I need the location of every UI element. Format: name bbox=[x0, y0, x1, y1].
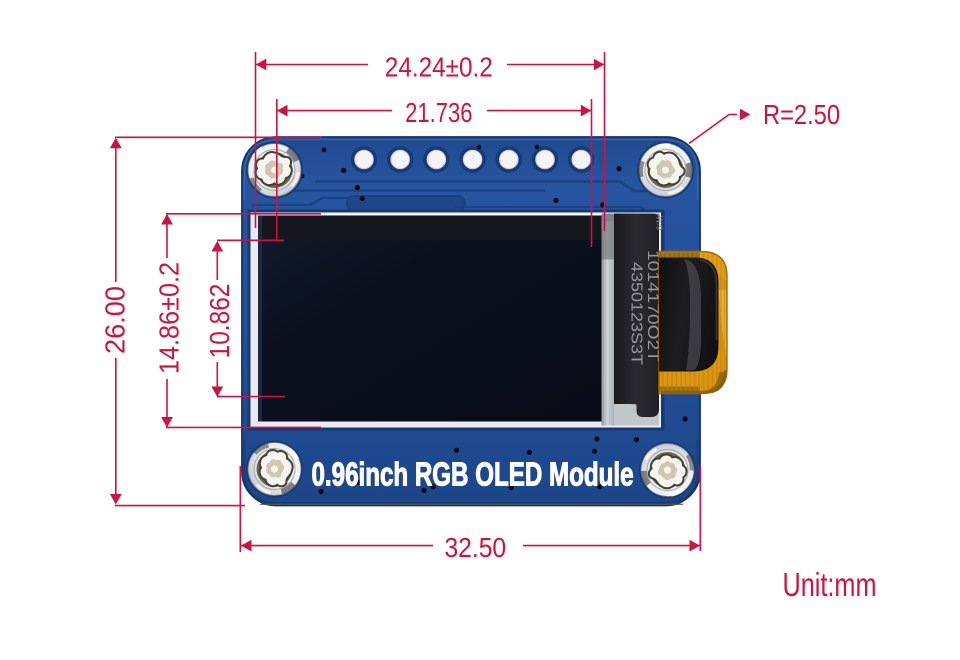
svg-text:14.86±0.2: 14.86±0.2 bbox=[154, 262, 185, 374]
svg-text:R=2.50: R=2.50 bbox=[763, 99, 840, 130]
svg-text:10.862: 10.862 bbox=[204, 284, 235, 359]
svg-text:24.24±0.2: 24.24±0.2 bbox=[385, 51, 493, 82]
svg-text:1014170O2T: 1014170O2T bbox=[644, 250, 661, 363]
svg-text:21.736: 21.736 bbox=[405, 97, 472, 128]
svg-text:4350123S3T: 4350123S3T bbox=[628, 262, 645, 366]
svg-text:0.96inch RGB OLED Module: 0.96inch RGB OLED Module bbox=[312, 456, 634, 493]
svg-text:W/9: W/9 bbox=[655, 216, 664, 231]
svg-text:26.00: 26.00 bbox=[100, 286, 131, 354]
svg-text:Unit:mm: Unit:mm bbox=[783, 566, 877, 603]
svg-text:32.50: 32.50 bbox=[444, 532, 506, 563]
